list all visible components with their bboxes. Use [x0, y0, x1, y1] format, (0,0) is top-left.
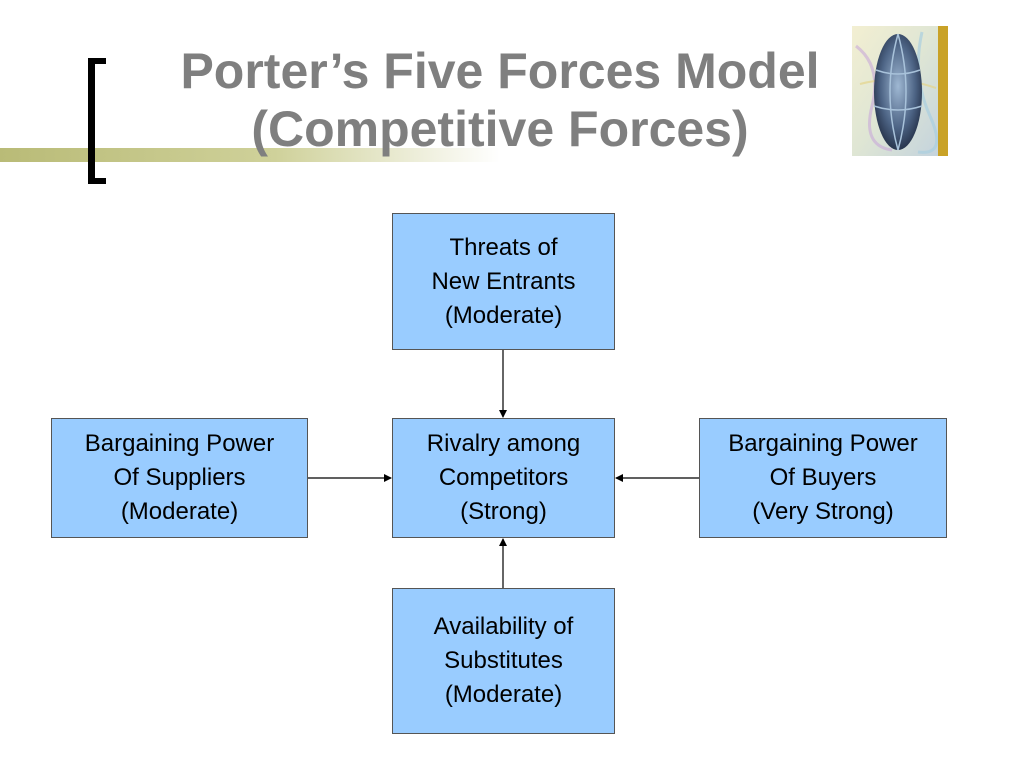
title-accent-bar: [0, 148, 500, 162]
box-text-line: Availability of: [433, 613, 574, 640]
title-bracket: [88, 58, 106, 184]
buyer-power-box: Bargaining Power Of Buyers (Very Strong): [699, 418, 947, 538]
box-text-line: New Entrants: [431, 267, 576, 295]
globe-logo-icon: [852, 26, 948, 156]
box-text-line: (Moderate): [444, 301, 563, 329]
threat-of-new-entrants-box: Threats of New Entrants (Moderate): [392, 213, 615, 350]
box-text-line: Bargaining Power: [728, 430, 918, 457]
slide-title-line-2: (Competitive Forces): [251, 101, 749, 157]
box-text-line: Of Suppliers: [113, 464, 246, 491]
box-text-line: Bargaining Power: [84, 430, 275, 457]
slide-title: Porter’s Five Forces Model (Competitive …: [130, 42, 870, 158]
box-text-line: (Strong): [460, 498, 547, 525]
box-text-line: Competitors: [438, 464, 569, 491]
box-text-line: (Moderate): [444, 681, 563, 708]
box-text-line: Threats of: [449, 233, 558, 261]
competitive-rivalry-box: Rivalry among Competitors (Strong): [392, 418, 615, 538]
box-text-line: (Very Strong): [752, 498, 894, 525]
slide-title-line-1: Porter’s Five Forces Model: [180, 43, 820, 99]
box-text-line: Substitutes: [444, 647, 563, 674]
box-text-line: Of Buyers: [769, 464, 877, 491]
threat-of-substitutes-box: Availability of Substitutes (Moderate): [392, 588, 615, 734]
supplier-power-box: Bargaining Power Of Suppliers (Moderate): [51, 418, 308, 538]
box-text-line: (Moderate): [120, 498, 239, 525]
box-text-line: Rivalry among: [426, 430, 581, 457]
